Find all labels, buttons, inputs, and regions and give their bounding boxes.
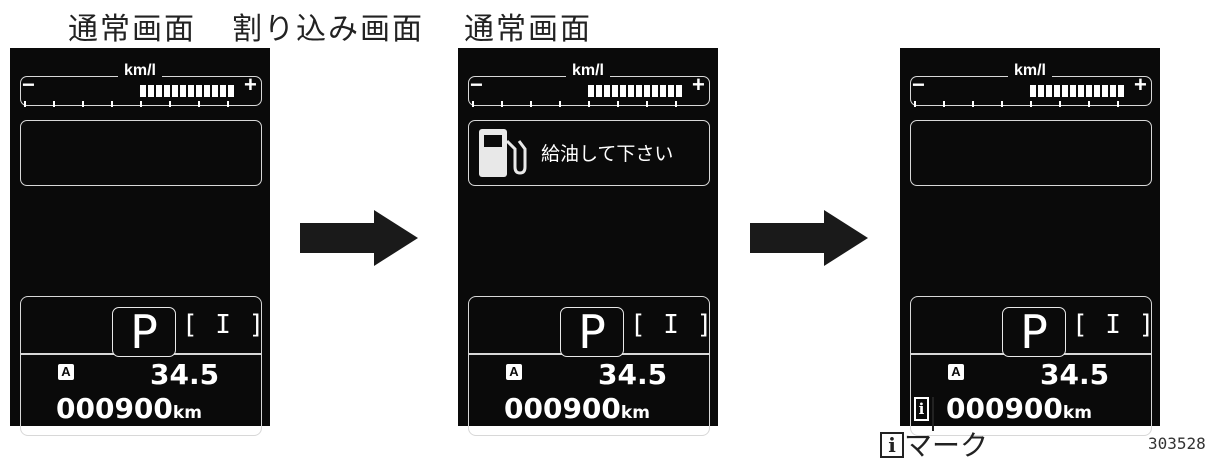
odometer-unit: km [620, 403, 650, 423]
gear-position: P [112, 307, 176, 357]
refuel-message-text: 給油して下さい [541, 143, 674, 165]
gauge-bar-segments [1030, 85, 1126, 97]
gear-range-indicator: [ I ] [630, 310, 714, 340]
info-mark-label: マーク [904, 429, 989, 462]
odometer-value: 000900 [946, 392, 1063, 425]
gauge-minus-label: − [22, 72, 35, 97]
average-fuel-economy-value: 34.5 [1040, 358, 1110, 391]
gauge-plus-label: + [1134, 72, 1147, 97]
gauge-plus-label: + [692, 72, 705, 97]
average-fuel-economy-value: 34.5 [150, 358, 220, 391]
gear-position: P [1002, 307, 1066, 357]
average-fuel-economy-value: 34.5 [598, 358, 668, 391]
callout-leader-line [932, 397, 934, 431]
odometer: 000900km [56, 392, 202, 425]
average-badge: A [506, 364, 522, 380]
gauge-minus-label: − [470, 72, 483, 97]
info-area-frame [20, 296, 262, 436]
gauge-tick-marks [914, 101, 1146, 107]
gauge-plus-label: + [244, 72, 257, 97]
info-mark-icon: i [914, 397, 929, 421]
caption-normal-left: 通常画面 [68, 12, 196, 47]
average-badge: A [948, 364, 964, 380]
display-panel-normal-with-mark: km/l − + P [ I ] A 34.5 i 000900km [900, 48, 1160, 436]
gauge-bar-segments [140, 85, 236, 97]
odometer-value: 000900 [504, 392, 621, 425]
display-panel-normal: km/l − + P [ I ] A 34.5 000900km [10, 48, 270, 436]
gauge-unit-label: km/l [900, 62, 1160, 80]
gauge-tick-marks [472, 101, 704, 107]
message-area [20, 120, 262, 186]
gauge-unit-label: km/l [458, 62, 718, 80]
display-panel-interrupt: km/l − + 給油して下さい P [ I ] A 34.5 000900km [458, 48, 718, 436]
odometer-unit: km [172, 403, 202, 423]
caption-normal-right: 通常画面 [464, 12, 592, 47]
arrow-right-icon [300, 210, 418, 266]
fuel-pump-icon [479, 129, 527, 177]
info-area-frame [468, 296, 710, 436]
refuel-message-box: 給油して下さい [468, 120, 710, 186]
odometer: 000900km [504, 392, 650, 425]
info-mark-icon: i [880, 432, 904, 458]
gauge-unit-label: km/l [10, 62, 270, 80]
gear-range-indicator: [ I ] [1072, 310, 1156, 340]
average-badge: A [58, 364, 74, 380]
gauge-tick-marks [24, 101, 256, 107]
gear-range-indicator: [ I ] [182, 310, 266, 340]
odometer-value: 000900 [56, 392, 173, 425]
arrow-right-icon [750, 210, 868, 266]
gauge-minus-label: − [912, 72, 925, 97]
gauge-bar-segments [588, 85, 684, 97]
figure-number: 303528 [1148, 434, 1206, 453]
odometer: 000900km [946, 392, 1092, 425]
odometer-unit: km [1062, 403, 1092, 423]
message-area [910, 120, 1152, 186]
info-area-frame [910, 296, 1152, 436]
caption-interrupt: 割り込み画面 [232, 12, 424, 47]
gear-position: P [560, 307, 624, 357]
